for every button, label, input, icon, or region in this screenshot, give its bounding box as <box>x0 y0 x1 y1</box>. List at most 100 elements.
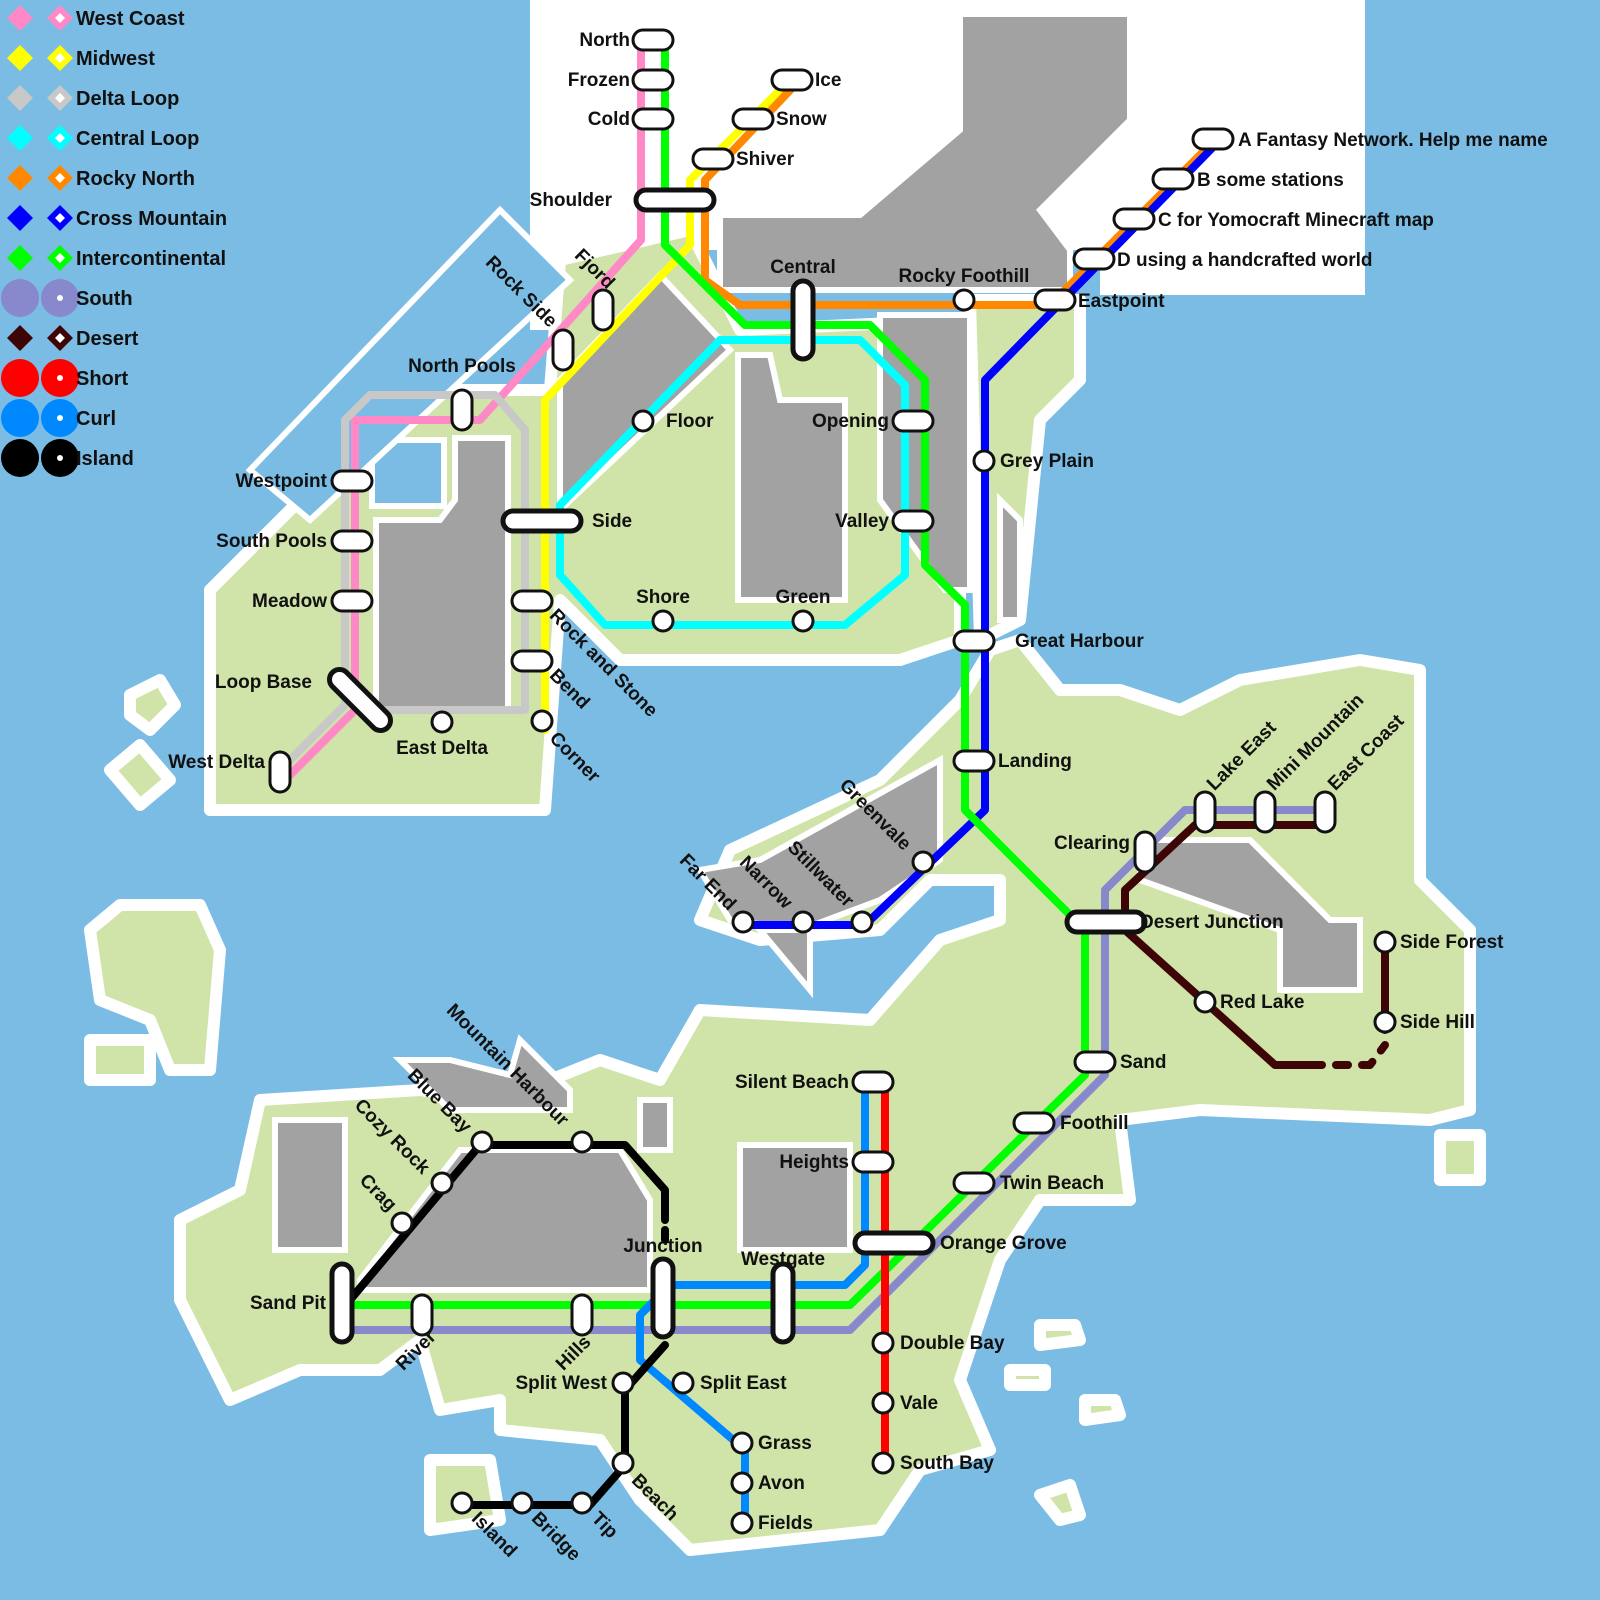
station-junction[interactable]: Junction <box>623 1236 703 1340</box>
station-marker[interactable] <box>770 68 814 92</box>
station-marker[interactable] <box>871 1331 895 1355</box>
station-marker[interactable] <box>325 665 394 734</box>
station-marker[interactable] <box>651 609 675 633</box>
station-west-delta[interactable]: West Delta <box>168 750 292 794</box>
station-side-forest[interactable]: Side Forest <box>1373 930 1504 954</box>
station-sand-pit[interactable]: Sand Pit <box>250 1261 355 1345</box>
station-marker[interactable] <box>633 187 717 213</box>
station-westgate[interactable]: Westgate <box>741 1249 825 1345</box>
station-marker[interactable] <box>1313 790 1337 834</box>
station-marker[interactable] <box>952 749 996 773</box>
station-marker[interactable] <box>450 1491 474 1515</box>
station-marker[interactable] <box>1012 1111 1056 1135</box>
station-marker[interactable] <box>850 910 874 934</box>
station-marker[interactable] <box>1151 167 1195 191</box>
station-grey-plain[interactable]: Grey Plain <box>972 449 1094 473</box>
station-marker[interactable] <box>1073 1050 1117 1074</box>
station-split-west[interactable]: Split West <box>516 1371 635 1395</box>
station-south-pools[interactable]: South Pools <box>216 529 374 553</box>
station-marker[interactable] <box>329 1261 355 1345</box>
station-marker[interactable] <box>1072 247 1116 271</box>
station-north-pools[interactable]: North Pools <box>408 356 516 432</box>
station-central[interactable]: Central <box>770 257 836 362</box>
station-snow[interactable]: Snow <box>731 107 827 131</box>
station-marker[interactable] <box>430 710 454 734</box>
station-marker[interactable] <box>851 1150 895 1174</box>
station-north[interactable]: North <box>579 28 675 52</box>
station-frozen[interactable]: Frozen <box>568 68 675 92</box>
station-marker[interactable] <box>1193 790 1217 834</box>
station-marker[interactable] <box>770 1261 796 1345</box>
station-marker[interactable] <box>510 649 554 673</box>
station-marker[interactable] <box>891 409 935 433</box>
station-grass[interactable]: Grass <box>730 1431 812 1455</box>
station-marker[interactable] <box>510 589 554 613</box>
station-marker[interactable] <box>791 910 815 934</box>
station-marker[interactable] <box>730 1471 754 1495</box>
station-marker[interactable] <box>952 288 976 312</box>
station-marker[interactable] <box>851 1070 895 1094</box>
station-marker[interactable] <box>530 709 554 733</box>
station-marker[interactable] <box>500 508 584 534</box>
station-marker[interactable] <box>470 1130 494 1154</box>
station-marker[interactable] <box>330 469 374 493</box>
station-side[interactable]: Side <box>500 508 632 534</box>
station-marker[interactable] <box>671 1371 695 1395</box>
station-marker[interactable] <box>911 850 935 874</box>
station-marker[interactable] <box>1253 790 1277 834</box>
station-clearing[interactable]: Clearing <box>1054 830 1157 874</box>
station-orange-grove[interactable]: Orange Grove <box>852 1230 1067 1256</box>
station-marker[interactable] <box>611 1451 635 1475</box>
station-marker[interactable] <box>972 449 996 473</box>
station-marker[interactable] <box>570 1130 594 1154</box>
station-marker[interactable] <box>691 147 735 171</box>
station-opening[interactable]: Opening <box>812 409 935 433</box>
station-marker[interactable] <box>952 1171 996 1195</box>
station-marker[interactable] <box>871 1391 895 1415</box>
station-marker[interactable] <box>952 629 996 653</box>
station-marker[interactable] <box>791 609 815 633</box>
station-valley[interactable]: Valley <box>835 509 935 533</box>
station-rocky-foothill[interactable]: Rocky Foothill <box>899 266 1030 312</box>
station-marker[interactable] <box>1133 830 1157 874</box>
station-marker[interactable] <box>790 278 816 362</box>
station-avon[interactable]: Avon <box>730 1471 805 1495</box>
station-marker[interactable] <box>650 1256 676 1340</box>
station-cold[interactable]: Cold <box>588 107 675 131</box>
station-double-bay[interactable]: Double Bay <box>871 1331 1005 1355</box>
station-marker[interactable] <box>570 1491 594 1515</box>
station-marker[interactable] <box>450 388 474 432</box>
station-marker[interactable] <box>1193 990 1217 1014</box>
station-side-hill[interactable]: Side Hill <box>1373 1010 1475 1034</box>
station-d-using-a-handcrafted-world[interactable]: D using a handcrafted world <box>1072 247 1372 271</box>
station-marker[interactable] <box>1373 1010 1397 1034</box>
station-loop-base[interactable]: Loop Base <box>215 665 395 734</box>
station-marker[interactable] <box>852 1230 936 1256</box>
station-marker[interactable] <box>731 107 775 131</box>
station-twin-beach[interactable]: Twin Beach <box>952 1171 1104 1195</box>
station-marker[interactable] <box>891 509 935 533</box>
station-desert-junction[interactable]: Desert Junction <box>1064 909 1284 935</box>
station-marker[interactable] <box>330 529 374 553</box>
station-silent-beach[interactable]: Silent Beach <box>735 1070 895 1094</box>
station-c-for-yomocraft-minecraft-map[interactable]: C for Yomocraft Minecraft map <box>1112 207 1434 231</box>
station-marker[interactable] <box>631 107 675 131</box>
station-marker[interactable] <box>1112 207 1156 231</box>
station-eastpoint[interactable]: Eastpoint <box>1033 288 1165 312</box>
station-marker[interactable] <box>330 589 374 613</box>
station-landing[interactable]: Landing <box>952 749 1072 773</box>
station-ice[interactable]: Ice <box>770 68 841 92</box>
station-south-bay[interactable]: South Bay <box>871 1451 994 1475</box>
station-shoulder[interactable]: Shoulder <box>530 187 717 213</box>
station-great-harbour[interactable]: Great Harbour <box>952 629 1144 653</box>
station-marker[interactable] <box>268 750 292 794</box>
station-marker[interactable] <box>390 1211 414 1235</box>
station-red-lake[interactable]: Red Lake <box>1193 990 1304 1014</box>
station-marker[interactable] <box>731 910 755 934</box>
station-foothill[interactable]: Foothill <box>1012 1111 1129 1135</box>
station-marker[interactable] <box>510 1491 534 1515</box>
station-vale[interactable]: Vale <box>871 1391 938 1415</box>
station-shiver[interactable]: Shiver <box>691 147 795 171</box>
station-a-fantasy-network-help-me-name[interactable]: A Fantasy Network. Help me name <box>1191 127 1548 151</box>
station-green[interactable]: Green <box>776 587 831 633</box>
